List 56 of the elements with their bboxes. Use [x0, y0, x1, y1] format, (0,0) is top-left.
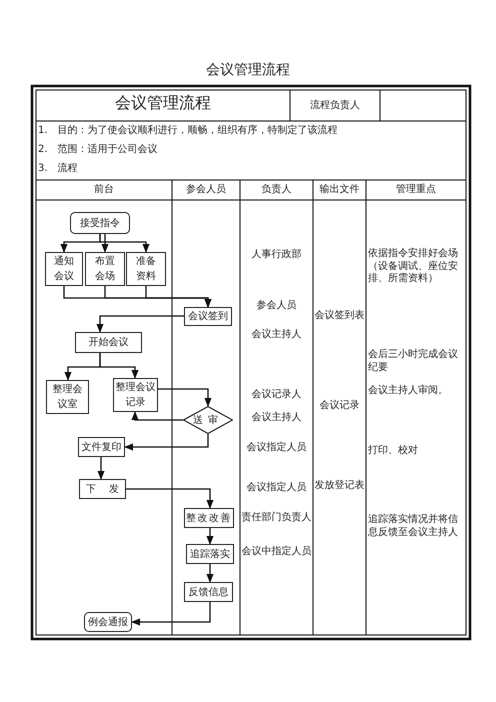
arrow: [97, 457, 105, 480]
cell-text: 会后三小时完成会议纪要: [368, 349, 459, 374]
cell-text: 人事行政部: [250, 249, 302, 262]
terminal-box: 接受指令: [70, 212, 130, 234]
arrow: [206, 528, 214, 545]
cell-text: 会议记录人: [250, 389, 302, 402]
title: 会议管理流程: [205, 62, 291, 80]
arrow: [131, 411, 183, 421]
cell-text: 会议中指定人员: [240, 546, 312, 558]
cell-text: 流程负责人: [309, 100, 361, 112]
cell-text: 会议签到表: [314, 310, 366, 322]
cell-text: 发放登记表: [314, 480, 366, 492]
arrow: [158, 388, 212, 407]
decision-diamond: 送审: [183, 406, 233, 434]
cell-text: 会议主持人: [250, 329, 302, 342]
column-header: 参会人员: [185, 184, 227, 196]
arrow: [96, 315, 184, 333]
process-box: 文件复印: [78, 437, 125, 457]
column-header: 管理重点: [395, 184, 437, 196]
process-box: 准备资料: [126, 252, 166, 286]
note-text: 2. 范围：适用于公司会议: [38, 144, 159, 156]
process-box: 追踪落实: [186, 544, 234, 564]
process-box: 会议签到: [184, 307, 232, 326]
cell-text: 追踪落实情况并将信息反馈至会议主持人: [368, 514, 459, 539]
arrow: [124, 434, 209, 451]
cell-text: 会议指定人员: [246, 442, 308, 454]
cell-text: 会议主持人: [250, 412, 302, 424]
note-text: 1. 目的：为了使会议顺利进行，顺畅，组织有序，特制定了该流程: [38, 125, 339, 138]
arrow: [99, 234, 150, 253]
process-box: 布置会场: [85, 252, 125, 286]
arrow: [145, 286, 212, 308]
arrow: [131, 602, 211, 626]
process-box: 下 发: [79, 479, 126, 499]
process-box: 整理会议室: [46, 380, 89, 414]
cell-text: 依据指令安排好会场（设备调试、座位安排、所需资料）: [368, 248, 459, 286]
column-header: 负责人: [260, 184, 292, 196]
process-box: 整改改善: [184, 508, 234, 528]
arrow: [206, 564, 214, 583]
cell-text: 会议记录: [318, 400, 360, 412]
process-box: 开始会议: [75, 332, 142, 353]
cell-text: 责任部门负责人: [240, 512, 312, 524]
process-box: 整理会议记录: [113, 378, 158, 412]
cell-text: 会议指定人员: [246, 482, 308, 494]
terminal-box: 例会通报: [84, 612, 132, 632]
arrow: [101, 234, 109, 253]
cell-text: 打印、校对: [368, 445, 419, 458]
arrow: [99, 353, 139, 379]
process-box: 反馈信息: [184, 582, 233, 602]
cell-text: 会议主持人审阅。: [368, 385, 449, 398]
table-heading: 会议管理流程: [114, 93, 212, 113]
column-header: 前台: [93, 184, 115, 196]
cell-text: 参会人员: [256, 300, 298, 312]
arrow: [126, 488, 214, 509]
column-header: 输出文件: [318, 184, 360, 196]
note-text: 3. 流程: [38, 163, 79, 176]
process-box: 通知会议: [45, 252, 83, 286]
